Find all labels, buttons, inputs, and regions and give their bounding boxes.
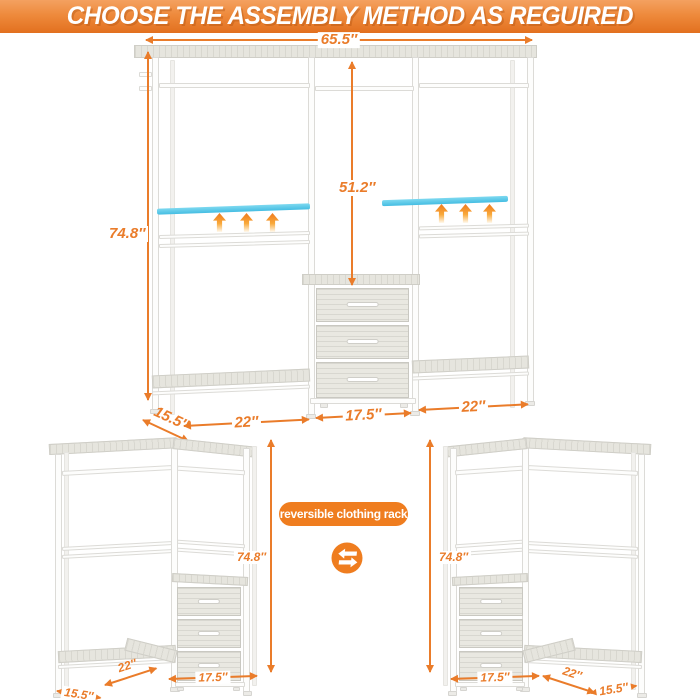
dim-drawer-label: 17.5″ <box>477 670 513 685</box>
mid-rail <box>158 240 311 248</box>
mid-rail <box>454 539 524 549</box>
dim-drop-label: 51.2″ <box>336 180 379 196</box>
dim-height-label: 74.8″ <box>436 551 472 564</box>
side-hook <box>139 86 152 91</box>
back-post <box>443 446 448 686</box>
reversible-badge-label: reversible clothing rack <box>279 507 408 521</box>
frame-post <box>308 57 315 415</box>
hang-rod <box>419 83 529 88</box>
dim-height-line <box>425 439 434 673</box>
drawer-handle <box>479 630 503 636</box>
top-board <box>134 45 537 58</box>
drawer <box>177 587 241 616</box>
back-post <box>252 446 257 686</box>
drawer <box>177 619 241 648</box>
up-arrow-icon <box>483 204 496 223</box>
dim-height-label: 74.8″ <box>106 226 149 242</box>
side-hook <box>139 72 152 77</box>
main-rack-art <box>120 36 550 436</box>
dim-width-line: 65.5″ <box>145 32 533 48</box>
up-arrow-icon <box>459 204 472 223</box>
corner-rack-art <box>25 432 315 700</box>
corner-rack-left-figure: 74.8″ 22″ 17.5″ 15.5″ <box>25 432 315 700</box>
foot <box>516 687 523 691</box>
foot <box>243 691 252 696</box>
dim-depth-line: 15.5″ <box>590 680 637 699</box>
drawer-handle <box>346 338 379 344</box>
foot <box>177 687 184 691</box>
dim-depth-line: 15.5″ <box>56 685 101 700</box>
reversible-badge: reversible clothing rack <box>279 502 408 526</box>
drawer-unit-top <box>302 274 420 285</box>
foot <box>233 687 240 691</box>
title-banner: CHOOSE THE ASSEMBLY METHOD AS REGUIRED <box>0 0 700 33</box>
drawer <box>316 325 409 359</box>
up-arrow-icon <box>435 204 448 223</box>
page-title: CHOOSE THE ASSEMBLY METHOD AS REGUIRED <box>66 2 634 30</box>
dim-drop-line <box>347 61 356 286</box>
frame-post <box>527 57 534 402</box>
foot <box>320 403 328 408</box>
main-rack-figure: 65.5″ 74.8″ 51.2″ 15.5″ 22″ 17.5″ 22″ <box>106 32 550 443</box>
drawer-unit-base <box>310 398 416 404</box>
foot <box>637 693 647 698</box>
foot <box>400 403 408 408</box>
swap-arrows-icon <box>331 542 363 574</box>
dim-height-label: 74.8″ <box>234 551 270 564</box>
foot <box>448 691 457 696</box>
drawer <box>316 288 409 322</box>
drawer-handle <box>479 663 503 669</box>
dim-height-line <box>266 439 275 673</box>
foot <box>460 687 467 691</box>
hang-rod <box>527 465 639 476</box>
foot <box>150 409 160 414</box>
up-arrow-icon <box>266 213 279 232</box>
dim-left-section-label: 22″ <box>231 413 262 431</box>
hang-rod <box>159 83 310 88</box>
drawer-handle <box>346 301 379 307</box>
frame-post <box>243 448 250 692</box>
dim-center-section-label: 17.5″ <box>341 406 386 425</box>
dim-right-section-label: 22″ <box>458 398 489 416</box>
hang-rod <box>454 465 524 476</box>
frame-post <box>450 448 457 692</box>
hang-rod <box>176 465 246 476</box>
dim-width-label: 65.5″ <box>317 32 361 48</box>
dim-drawer-label: 17.5″ <box>195 670 231 685</box>
adjustable-rod-highlight <box>156 203 311 215</box>
mid-rail <box>527 549 639 559</box>
frame-post <box>412 57 419 412</box>
frame-post <box>152 57 159 410</box>
drawer-handle <box>479 598 503 604</box>
up-arrow-icon <box>213 213 226 232</box>
drawer-unit-top <box>171 573 249 586</box>
corner-rack-right-figure: 74.8″ 17.5″ 22″ 15.5″ <box>385 432 675 700</box>
drawer <box>459 619 523 648</box>
drawer-handle <box>197 598 221 604</box>
mid-rail <box>176 539 246 549</box>
drawer <box>459 587 523 616</box>
drawer-handle <box>197 630 221 636</box>
mid-rail <box>61 549 173 559</box>
hang-rod <box>61 465 173 476</box>
drawer-unit-top <box>451 573 529 586</box>
hang-rod <box>315 86 414 91</box>
up-arrow-icon <box>240 213 253 232</box>
drawer <box>316 362 409 398</box>
mid-rail <box>158 231 311 239</box>
drawer-handle <box>197 663 221 669</box>
drawer-handle <box>346 376 379 382</box>
